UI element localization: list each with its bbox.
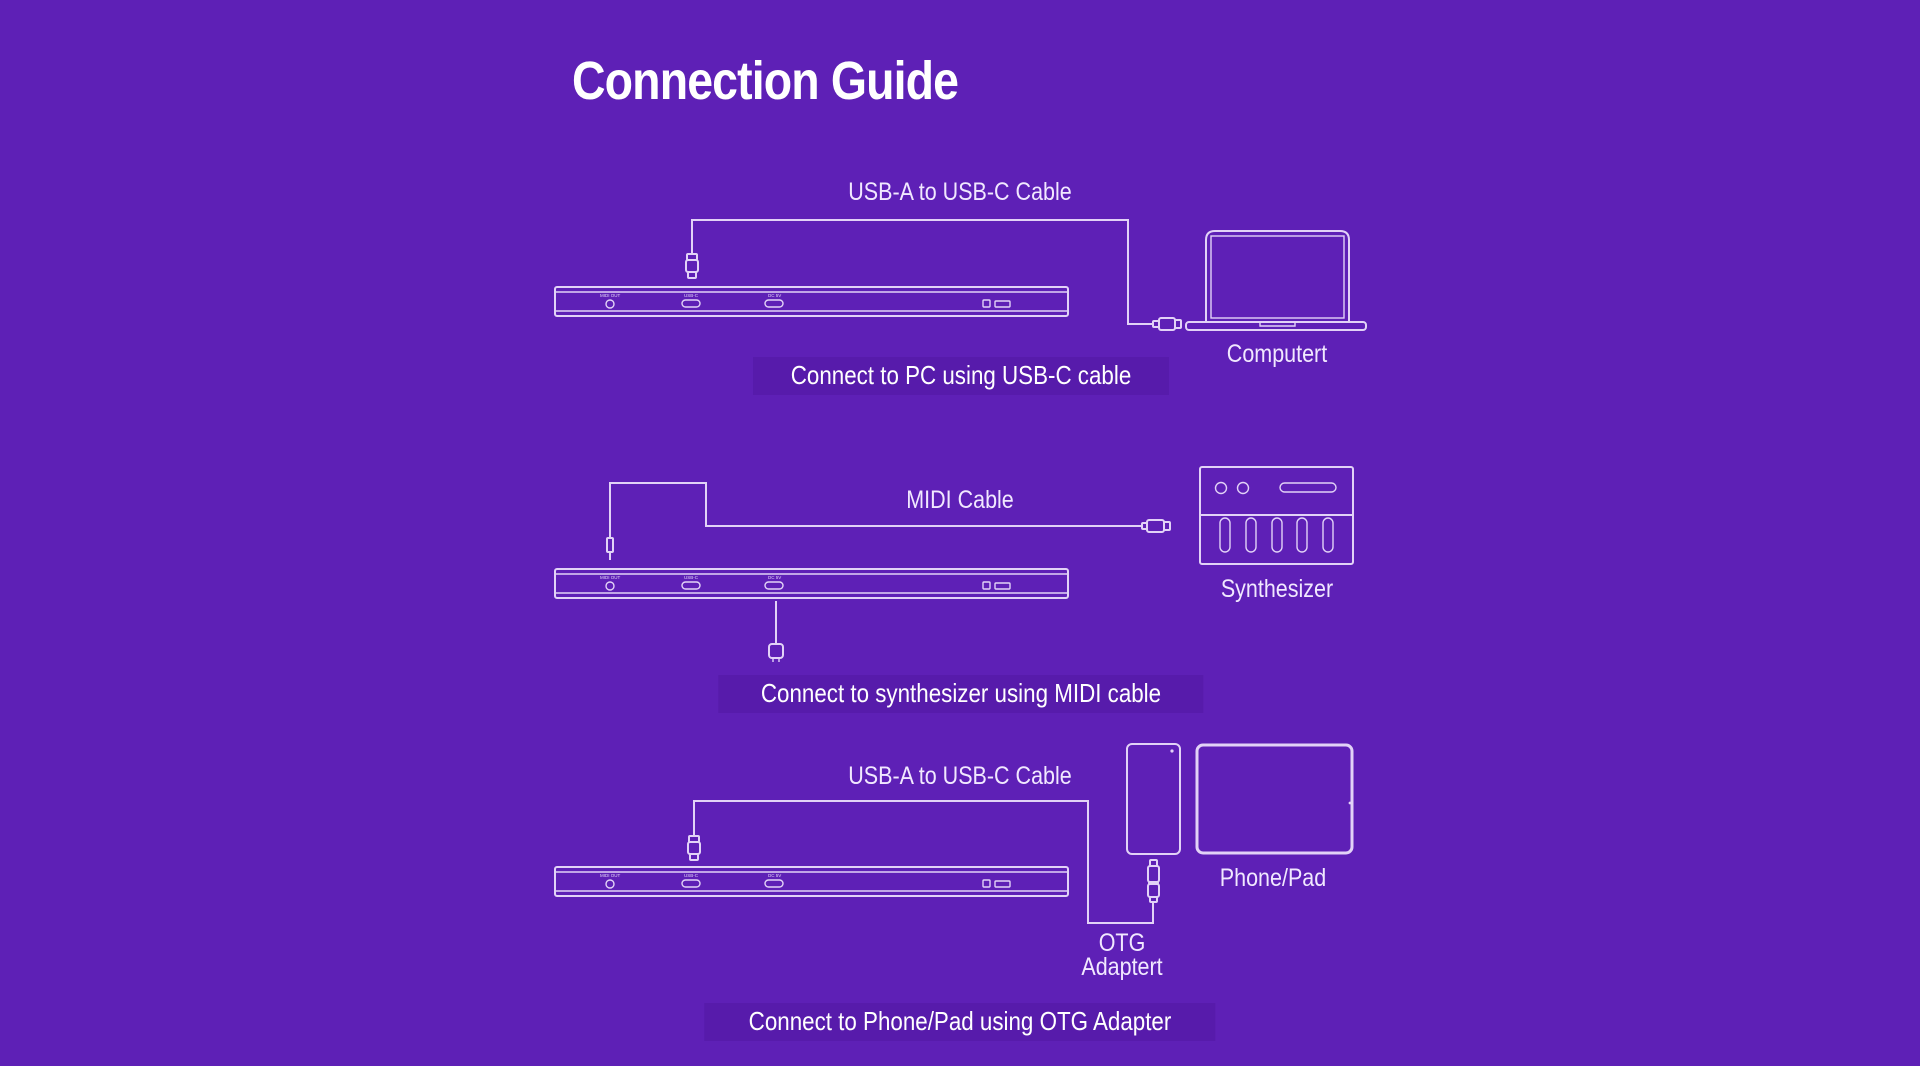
section-phone-drawing <box>554 743 1354 924</box>
midi-jack-plug-icon <box>606 537 614 560</box>
midi-interface-device <box>554 568 1069 599</box>
caption-phone-text: Connect to Phone/Pad using OTG Adapter <box>748 1006 1172 1036</box>
adapter-label-otg: OTG <box>1098 929 1146 957</box>
midi-din-plug-icon <box>1141 519 1171 533</box>
power-plug-icon <box>768 643 784 662</box>
caption-pc: Connect to PC using USB-C cable <box>753 357 1169 395</box>
usb-cable <box>693 800 1154 924</box>
adapter-label-adapter: Adaptert <box>1081 953 1163 981</box>
device-label-computer: Computert <box>1226 340 1328 368</box>
caption-pc-text: Connect to PC using USB-C cable <box>790 360 1132 390</box>
synthesizer-icon <box>1199 466 1354 565</box>
phone-icon <box>1126 743 1181 855</box>
section-pc-drawing <box>554 219 1367 331</box>
tablet-icon <box>1195 743 1354 855</box>
caption-synth: Connect to synthesizer using MIDI cable <box>718 675 1204 713</box>
device-label-phone-pad: Phone/Pad <box>1219 864 1327 892</box>
usb-cable <box>691 219 1153 325</box>
device-label-synthesizer: Synthesizer <box>1220 575 1334 603</box>
usb-a-plug-icon <box>1152 317 1182 331</box>
midi-interface-device <box>554 866 1069 897</box>
midi-interface-device <box>554 286 1069 317</box>
midi-cable <box>609 482 1142 538</box>
otg-adapter-icon <box>1147 859 1160 903</box>
laptop-icon <box>1185 230 1367 331</box>
caption-phone: Connect to Phone/Pad using OTG Adapter <box>704 1003 1216 1041</box>
cable-label-midi: MIDI Cable <box>906 486 1014 514</box>
usb-c-plug-icon <box>685 253 699 279</box>
caption-synth-text: Connect to synthesizer using MIDI cable <box>760 678 1162 708</box>
cable-label-usb-otg: USB-A to USB-C Cable <box>848 762 1072 790</box>
cable-label-usb: USB-A to USB-C Cable <box>848 178 1072 206</box>
section-synth-drawing <box>554 466 1354 662</box>
page-title: Connection Guide <box>572 51 959 111</box>
usb-c-plug-icon <box>687 835 701 861</box>
